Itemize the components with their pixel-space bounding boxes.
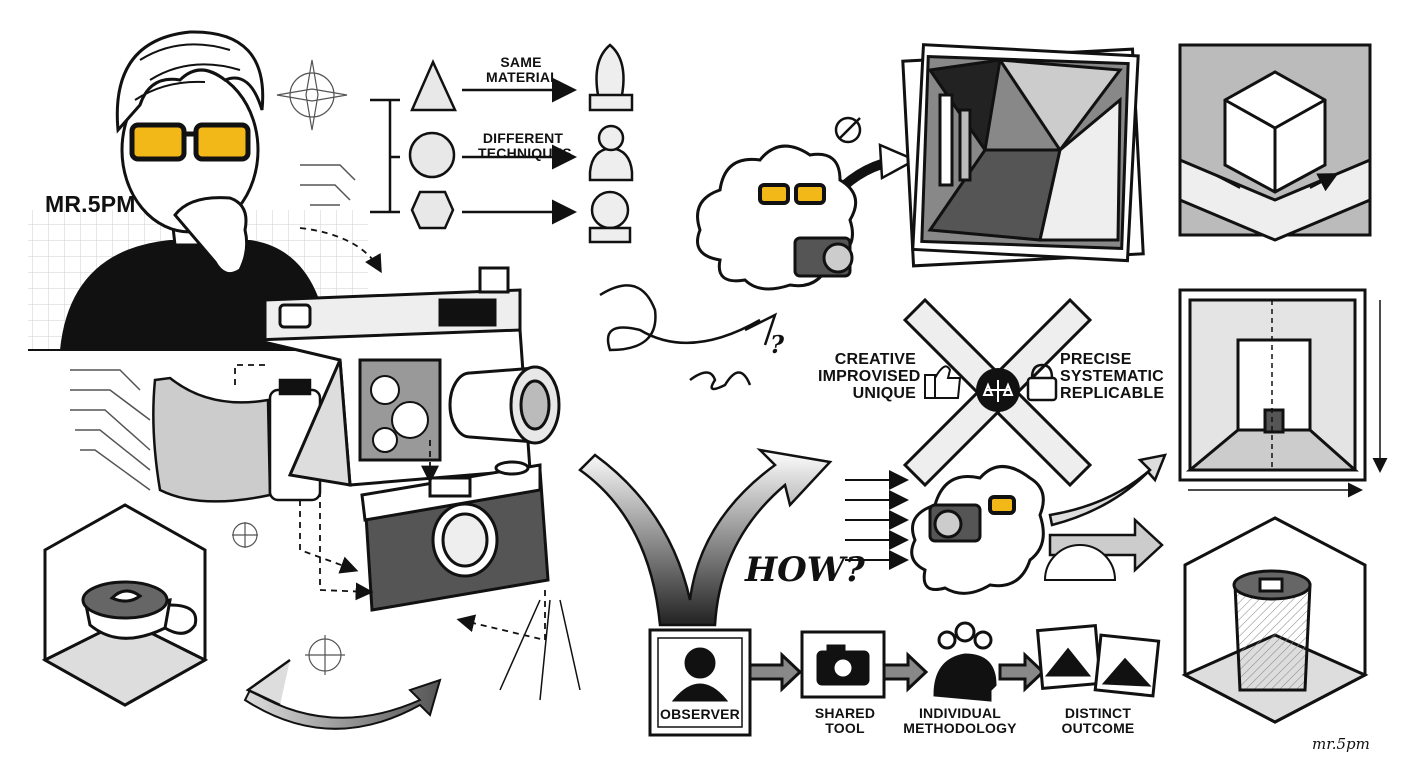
geometric-cup: [1181, 516, 1369, 724]
question-mark: ?: [770, 330, 785, 359]
circuit-lines: [70, 164, 356, 491]
lens: [448, 365, 561, 445]
flow-label-shared-tool: SHARED TOOL: [814, 705, 876, 736]
flow-diagram: [648, 621, 1161, 737]
film-strip: [152, 376, 322, 503]
trait-improvised: IMPROVISED: [818, 367, 921, 385]
thumbs-up-icon: [924, 365, 962, 399]
compass-rose-icon: [276, 59, 348, 131]
dashed-connectors: [234, 227, 546, 642]
signature: mr.5pm: [1312, 735, 1370, 753]
person-icon: [671, 647, 729, 702]
input-arrows: [845, 470, 909, 570]
brand-name: MR.5PM: [45, 191, 136, 217]
flow-label-observer: OBSERVER: [660, 706, 740, 722]
photos-icon: [1035, 623, 1161, 698]
trait-systematic: SYSTEMATIC: [1060, 367, 1164, 385]
traits-right: PRECISE SYSTEMATIC REPLICABLE: [1060, 351, 1165, 402]
techniques-label: DIFFERENT TECHNIQUES: [478, 130, 572, 161]
how-question: HOW?: [745, 550, 865, 590]
lock-icon: [1026, 363, 1058, 402]
trait-replicable: REPLICABLE: [1060, 384, 1165, 402]
isometric-cube: [1178, 43, 1372, 242]
material-shapes: [370, 43, 634, 244]
flow-label-outcome: DISTINCT OUTCOME: [1061, 705, 1135, 736]
open-camera: [254, 266, 532, 487]
latte-art-cup: [41, 503, 209, 707]
portrait: [28, 30, 370, 351]
thinking-head-icon: [933, 621, 997, 702]
photo-collage: [901, 43, 1145, 268]
material-label: SAME MATERIAL: [486, 54, 559, 85]
balance-scale-icon: [976, 368, 1020, 412]
traits-left: CREATIVE IMPROVISED UNIQUE: [818, 351, 921, 402]
paintbrush-icon: [834, 116, 862, 144]
room-perspective: [1178, 288, 1388, 498]
squiggle: [689, 371, 752, 391]
trait-precise: PRECISE: [1060, 351, 1132, 368]
cloud-photographer-top: [696, 144, 858, 291]
tripod: [499, 599, 581, 701]
compact-camera: [360, 460, 550, 612]
flow-label-methodology: INDIVIDUAL METHODOLOGY: [903, 705, 1017, 736]
protractor-icon: [1043, 544, 1117, 581]
trait-unique: UNIQUE: [852, 384, 916, 402]
trait-creative: CREATIVE: [834, 351, 916, 368]
camera-icon: [816, 644, 870, 686]
sunglasses-icon: [129, 122, 251, 162]
cloud-photographer-bottom: [910, 465, 1045, 595]
sparkle-icons: [232, 522, 345, 675]
